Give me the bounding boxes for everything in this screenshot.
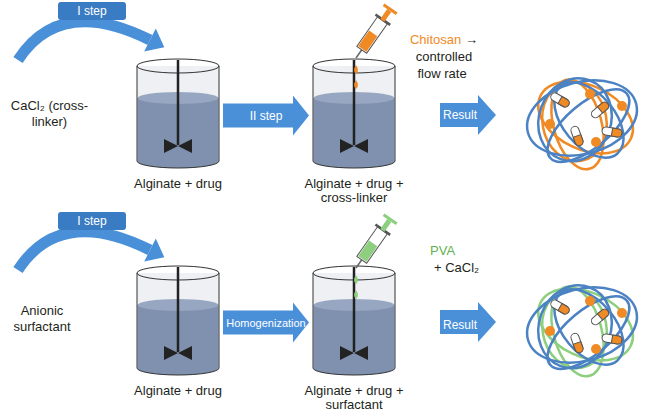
beaker-label: Alginate + drug <box>113 384 243 398</box>
beaker-label: Alginate + drug + cross-linker <box>289 177 419 205</box>
step-arrow <box>18 22 164 60</box>
beaker-shape <box>136 58 220 173</box>
beaker: Alginate + drug <box>136 265 220 380</box>
result-label: Result <box>440 107 480 123</box>
beaker: Alginate + drug <box>136 58 220 173</box>
reagent-label: Chitosan <box>410 32 461 47</box>
beaker-shape <box>136 265 220 380</box>
beaker: Alginate + drug + cross-linker <box>312 58 396 173</box>
beaker-shape <box>312 265 396 380</box>
nanoparticle <box>519 67 646 175</box>
step-banner <box>58 212 126 230</box>
beaker: Alginate + drug + surfactant <box>312 265 396 380</box>
beaker-label: Alginate + drug + surfactant <box>289 384 419 412</box>
beaker-label: Alginate + drug <box>113 177 243 191</box>
result-label: Result <box>440 317 480 333</box>
syringe <box>349 213 399 273</box>
drop <box>354 275 358 299</box>
step-banner <box>58 2 126 20</box>
syringe <box>349 3 399 63</box>
step-label: II step <box>250 108 283 124</box>
drop <box>354 65 358 89</box>
reagent-label: PVA <box>430 243 470 259</box>
result-arrow <box>440 302 496 342</box>
step-title: I step <box>58 213 126 229</box>
result-arrow <box>440 95 496 135</box>
process-arrow <box>223 303 309 343</box>
label-group: Chitosan→ controlled flow rate <box>404 31 484 82</box>
step-arrow <box>18 232 164 270</box>
process-arrow <box>223 96 309 136</box>
step-label: Homogenization <box>226 315 306 331</box>
nanoparticle <box>519 274 646 382</box>
step-title: I step <box>58 3 126 19</box>
beaker-shape <box>312 58 396 173</box>
reagent-label: Anionic surfactant <box>2 303 82 335</box>
reagent-label: + CaCl₂ <box>434 260 494 276</box>
reagent-label: CaCl₂ (cross-linker) <box>2 98 97 130</box>
